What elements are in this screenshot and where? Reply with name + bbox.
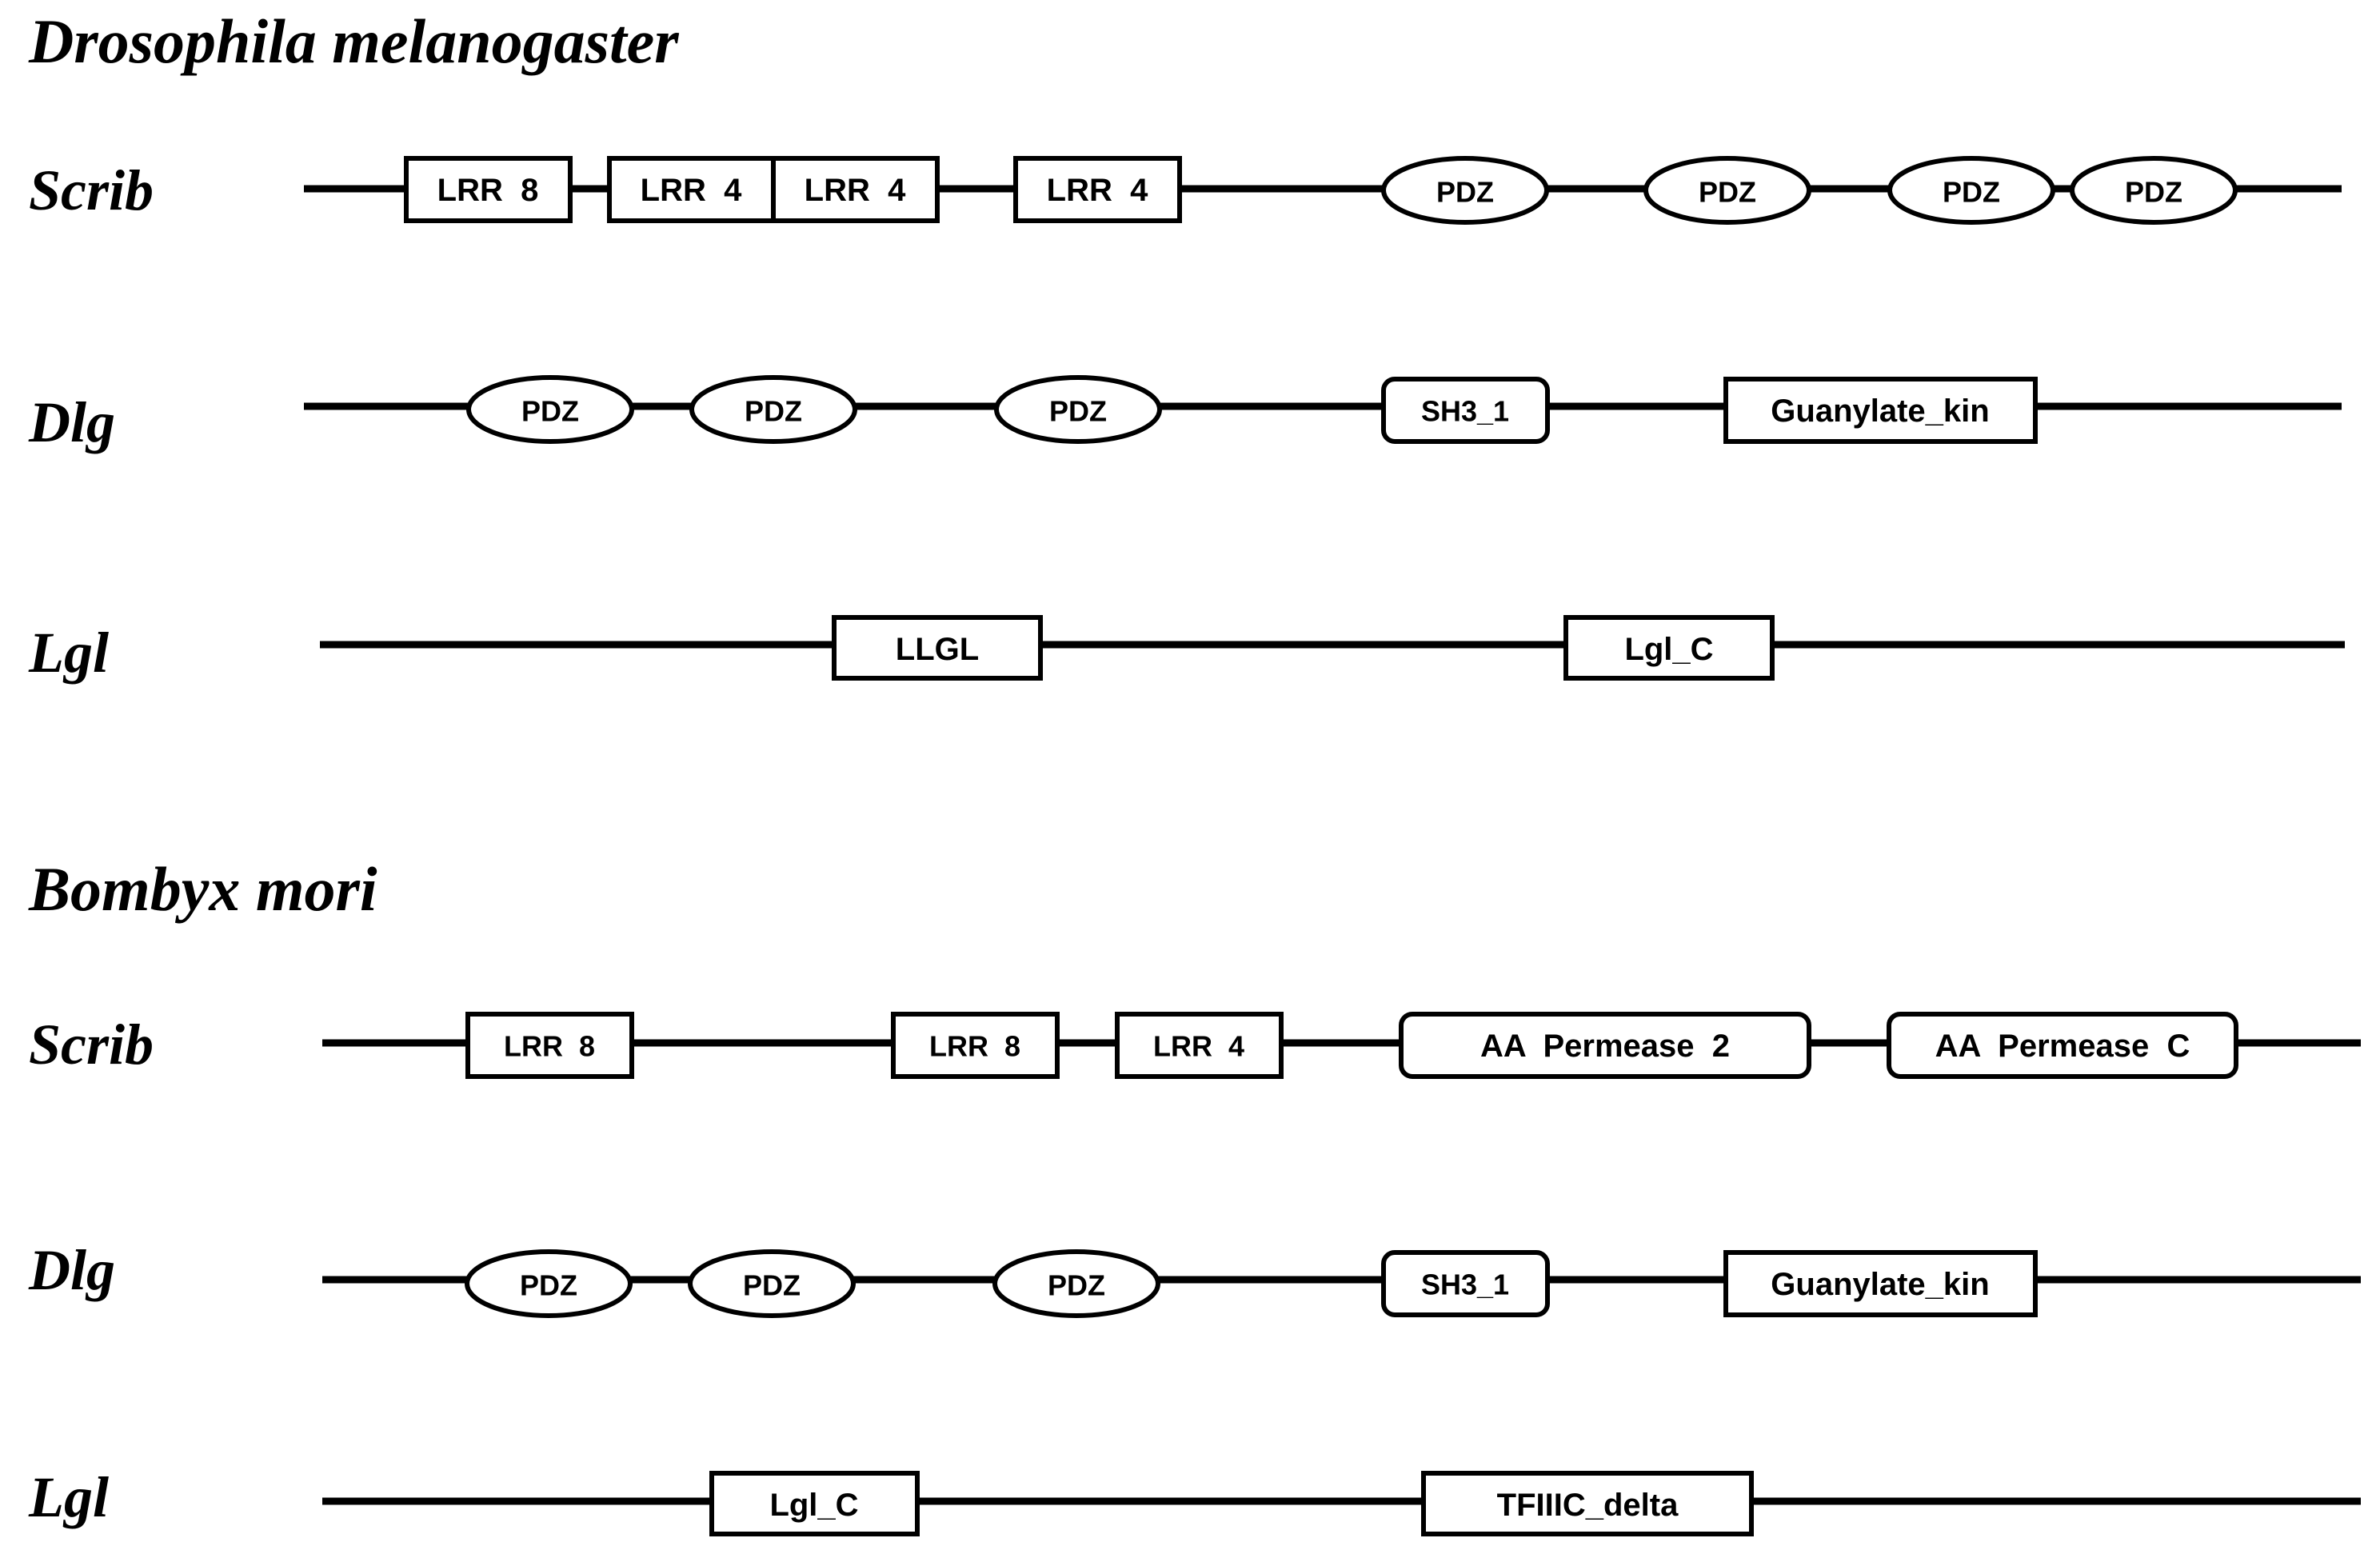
domain-guanylate-kin: Guanylate_kin	[1723, 377, 2038, 444]
svg-text:LRR 4: LRR 4	[1153, 1030, 1244, 1063]
domain-pdz: PDZ	[466, 375, 634, 444]
svg-text:LRR 8: LRR 8	[504, 1030, 595, 1063]
svg-text:PDZ: PDZ	[2125, 176, 2182, 209]
svg-text:PDZ: PDZ	[1699, 176, 1756, 209]
svg-text:PDZ: PDZ	[520, 1269, 577, 1302]
domain-sh3-1: SH3_1	[1381, 377, 1550, 444]
svg-text:AA Permease C: AA Permease C	[1935, 1029, 2190, 1064]
domain-sh3-1: SH3_1	[1381, 1250, 1550, 1317]
svg-text:Lgl_C: Lgl_C	[769, 1488, 858, 1523]
svg-text:LRR 8: LRR 8	[437, 173, 539, 208]
domain-aa-permease-c: AA Permease C	[1887, 1012, 2238, 1079]
domain-pdz: PDZ	[465, 1249, 633, 1318]
protein-label-scrib: Scrib	[29, 158, 154, 222]
protein-label-dlg: Dlg	[28, 1238, 115, 1302]
svg-text:LLGL: LLGL	[896, 632, 979, 667]
svg-text:Guanylate_kin: Guanylate_kin	[1771, 393, 1989, 429]
domain-lrr4: LRR 4	[1115, 1012, 1284, 1079]
svg-text:LRR 4: LRR 4	[641, 173, 742, 208]
domain-pdz: PDZ	[689, 375, 857, 444]
domain-pdz: PDZ	[994, 375, 1162, 444]
protein-row-dmel-lgl: Lgl LLGL Lgl_C	[28, 615, 2345, 685]
domain-pdz: PDZ	[992, 1249, 1160, 1318]
svg-text:LRR 8: LRR 8	[929, 1030, 1020, 1063]
svg-text:AA Permease 2: AA Permease 2	[1480, 1029, 1730, 1064]
svg-text:Guanylate_kin: Guanylate_kin	[1771, 1267, 1989, 1302]
protein-label-lgl: Lgl	[28, 1465, 109, 1529]
domain-llgl: LLGL	[832, 615, 1043, 681]
domain-lgl-c: Lgl_C	[1563, 615, 1775, 681]
domain-guanylate-kin: Guanylate_kin	[1723, 1250, 2038, 1317]
domain-pdz: PDZ	[1887, 156, 2055, 225]
svg-text:LRR 4: LRR 4	[1047, 173, 1148, 208]
svg-text:Lgl_C: Lgl_C	[1624, 632, 1713, 667]
protein-label-lgl: Lgl	[28, 621, 109, 685]
domain-tfiiic-delta: TFIIIC_delta	[1421, 1471, 1754, 1536]
svg-text:SH3_1: SH3_1	[1421, 395, 1509, 428]
domain-pdz: PDZ	[2070, 156, 2238, 225]
protein-row-dmel-scrib: Scrib LRR 8 LRR 4 LRR 4 LRR 4 PDZ PDZ	[29, 156, 2342, 225]
protein-row-bmor-scrib: Scrib LRR 8 LRR 8 LRR 4 AA Permease 2 AA…	[29, 1012, 2361, 1079]
svg-text:PDZ: PDZ	[1049, 395, 1107, 428]
svg-text:PDZ: PDZ	[1048, 1269, 1105, 1302]
svg-text:SH3_1: SH3_1	[1421, 1268, 1509, 1301]
domain-lrr8: LRR 8	[891, 1012, 1060, 1079]
svg-text:LRR 4: LRR 4	[805, 173, 906, 208]
domain-lrr8: LRR 8	[404, 156, 573, 223]
svg-text:TFIIIC_delta: TFIIIC_delta	[1497, 1488, 1679, 1523]
species-title-bombyx: Bombyx mori	[28, 854, 377, 924]
svg-text:PDZ: PDZ	[743, 1269, 801, 1302]
svg-text:PDZ: PDZ	[1436, 176, 1494, 209]
domain-lrr4: LRR 4	[1013, 156, 1182, 223]
domain-pdz: PDZ	[1643, 156, 1811, 225]
svg-text:PDZ: PDZ	[521, 395, 579, 428]
protein-row-dmel-dlg: Dlg PDZ PDZ PDZ SH3_1 Guanylate_kin	[28, 375, 2342, 454]
domain-lrr4: LRR 4	[607, 156, 776, 223]
protein-label-scrib: Scrib	[29, 1013, 154, 1077]
species-title-drosophila: Drosophila melanogaster	[28, 6, 679, 76]
svg-text:PDZ: PDZ	[745, 395, 802, 428]
domain-lrr4: LRR 4	[771, 156, 940, 223]
protein-row-bmor-dlg: Dlg PDZ PDZ PDZ SH3_1 Guanylate_kin	[28, 1238, 2361, 1318]
domain-lrr8: LRR 8	[465, 1012, 634, 1079]
protein-row-bmor-lgl: Lgl Lgl_C TFIIIC_delta	[28, 1465, 2361, 1536]
protein-label-dlg: Dlg	[28, 390, 115, 454]
domain-pdz: PDZ	[1381, 156, 1549, 225]
svg-text:PDZ: PDZ	[1943, 176, 2000, 209]
domain-aa-permease-2: AA Permease 2	[1399, 1012, 1811, 1079]
domain-pdz: PDZ	[688, 1249, 856, 1318]
domain-lgl-c: Lgl_C	[709, 1471, 920, 1536]
